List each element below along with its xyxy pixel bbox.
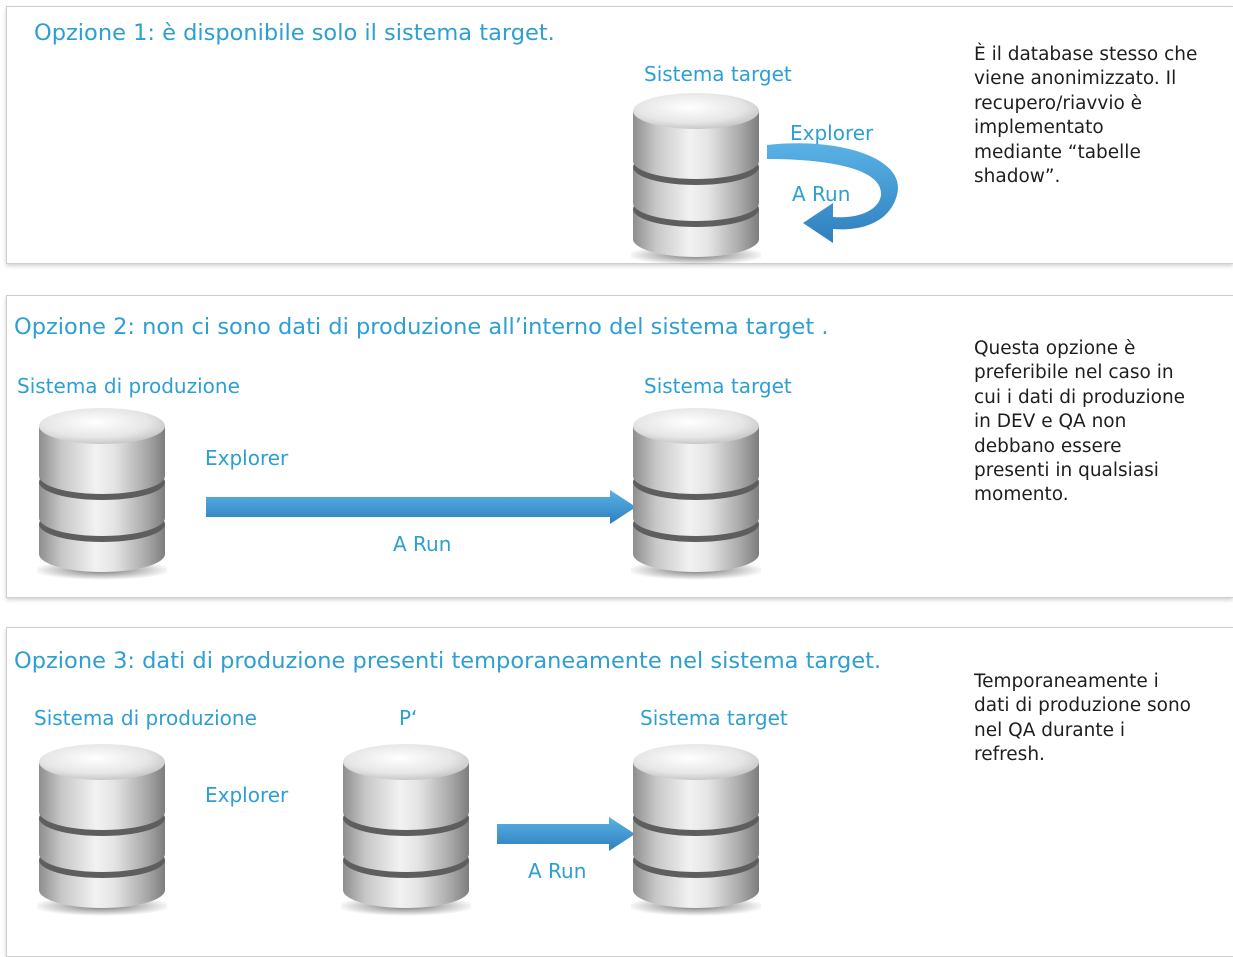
database-cylinder-icon [631, 740, 761, 916]
database-cylinder-icon [37, 740, 167, 916]
run-label: A Run [528, 859, 587, 883]
option-3-panel: Opzione 3: dati di produzione presenti t… [6, 627, 1233, 957]
curved-return-arrow-icon [767, 143, 898, 243]
run-label: A Run [393, 532, 452, 556]
database-cylinder-icon [37, 404, 167, 580]
target-system-label: Sistema target [644, 62, 792, 86]
option-2-title: Opzione 2: non ci sono dati di produzion… [14, 314, 829, 340]
option-2-description: Questa opzione è preferibile nel caso in… [974, 338, 1186, 506]
explorer-label: Explorer [205, 783, 289, 807]
explorer-label: Explorer [205, 446, 289, 470]
option-3-title: Opzione 3: dati di produzione presenti t… [14, 648, 882, 674]
production-system-label: Sistema di produzione [17, 374, 240, 398]
arrow-right-icon [206, 490, 636, 524]
option-1-description: È il database stesso che viene anonimizz… [974, 44, 1198, 188]
database-cylinder-icon [631, 89, 761, 265]
run-label: A Run [792, 182, 851, 206]
explorer-label: Explorer [790, 121, 874, 145]
option-2-panel: Opzione 2: non ci sono dati di produzion… [6, 295, 1233, 598]
target-system-label: Sistema target [640, 706, 788, 730]
database-cylinder-icon [631, 404, 761, 580]
option-1-panel: Opzione 1: è disponibile solo il sistema… [6, 6, 1233, 264]
copy-system-label: P‘ [399, 706, 418, 730]
arrow-right-icon [497, 817, 635, 851]
option-1-title: Opzione 1: è disponibile solo il sistema… [34, 20, 555, 46]
production-system-label: Sistema di produzione [34, 706, 257, 730]
database-cylinder-icon [341, 740, 471, 916]
option-3-description: Temporaneamente i dati di produzione son… [974, 671, 1192, 766]
target-system-label: Sistema target [644, 374, 792, 398]
